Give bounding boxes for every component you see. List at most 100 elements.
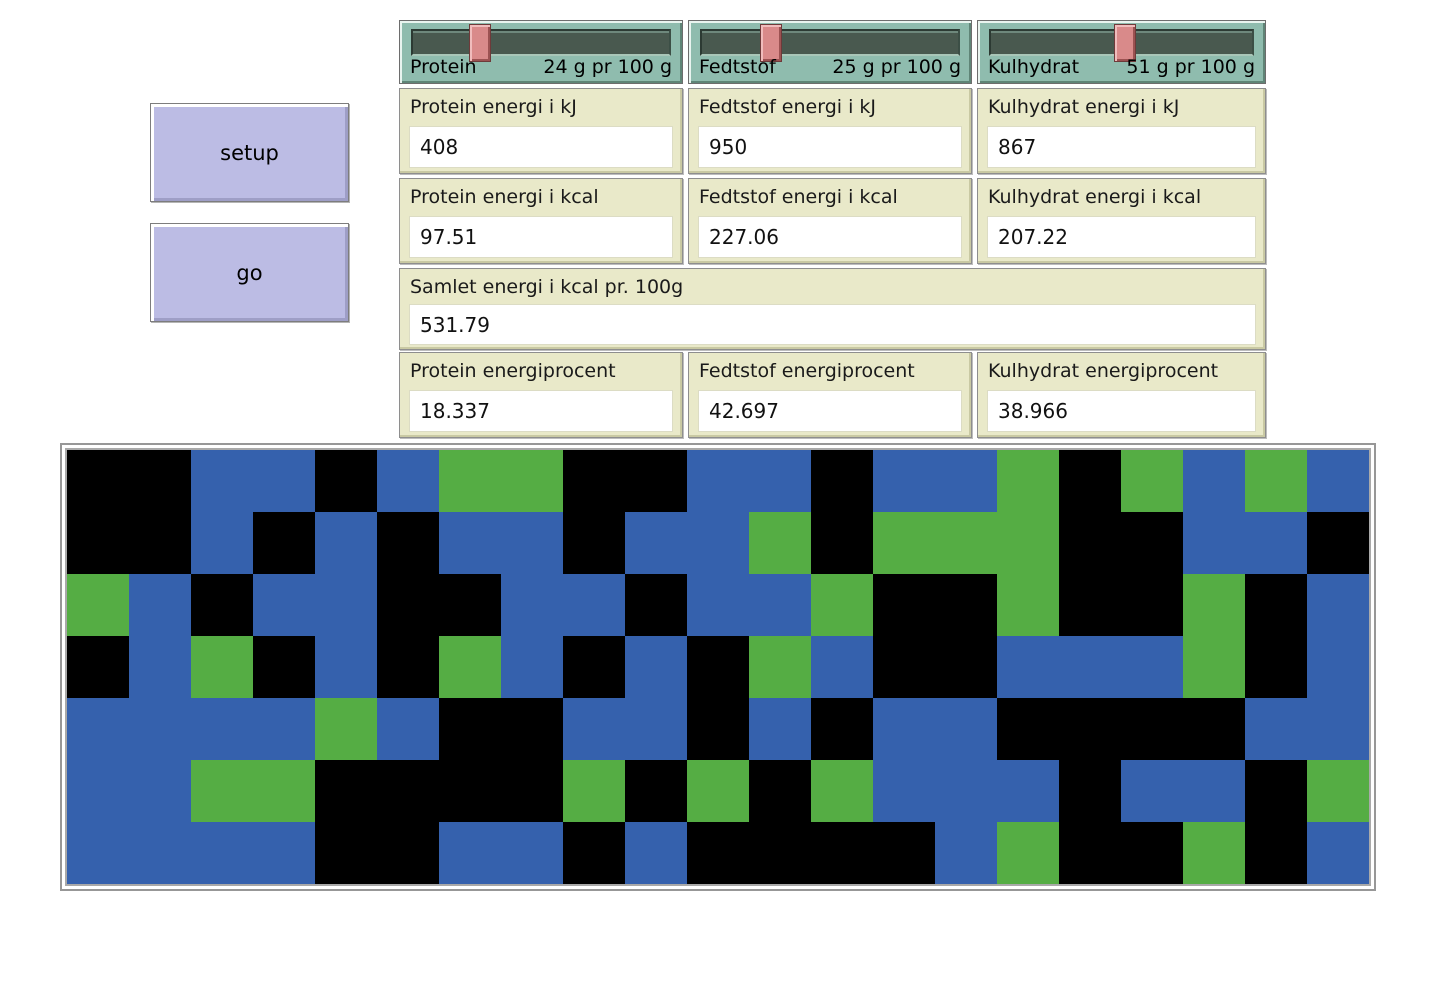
- patch-17-6: [1121, 822, 1183, 884]
- kulhydrat-kcal-monitor-value: 207.22: [998, 225, 1068, 249]
- fedtstof-procent-monitor-field: 42.697: [698, 390, 962, 432]
- patch-1-2: [129, 574, 191, 636]
- patch-7-0: [501, 450, 563, 512]
- patch-4-3: [315, 636, 377, 698]
- patch-6-4: [439, 698, 501, 760]
- fedtstof-kcal-monitor: Fedtstof energi i kcal 227.06: [688, 178, 972, 264]
- patch-6-1: [439, 512, 501, 574]
- fedtstof-slider-handle[interactable]: [760, 24, 782, 62]
- patch-19-0: [1245, 450, 1307, 512]
- patch-14-4: [935, 698, 997, 760]
- kulhydrat-slider-handle[interactable]: [1114, 24, 1136, 62]
- fedtstof-slider-track[interactable]: [700, 29, 960, 56]
- fedtstof-kj-monitor-field: 950: [698, 126, 962, 168]
- fedtstof-kj-monitor-value: 950: [709, 135, 748, 159]
- patch-16-3: [1059, 636, 1121, 698]
- patch-14-0: [935, 450, 997, 512]
- patch-9-3: [625, 636, 687, 698]
- kulhydrat-kcal-monitor-field: 207.22: [987, 216, 1256, 258]
- patch-18-2: [1183, 574, 1245, 636]
- patch-grid[interactable]: [67, 450, 1369, 884]
- patch-11-6: [749, 822, 811, 884]
- patch-1-6: [129, 822, 191, 884]
- patch-15-4: [997, 698, 1059, 760]
- patch-1-0: [129, 450, 191, 512]
- protein-slider-track[interactable]: [411, 29, 671, 56]
- patch-15-2: [997, 574, 1059, 636]
- patch-19-3: [1245, 636, 1307, 698]
- patch-5-5: [377, 760, 439, 822]
- protein-procent-monitor-field: 18.337: [409, 390, 673, 432]
- patch-12-0: [811, 450, 873, 512]
- patch-9-5: [625, 760, 687, 822]
- patch-1-5: [129, 760, 191, 822]
- setup-button-label: setup: [220, 140, 279, 165]
- patch-16-4: [1059, 698, 1121, 760]
- kulhydrat-procent-monitor-label: Kulhydrat energiprocent: [988, 360, 1219, 382]
- fedtstof-slider[interactable]: Fedtstof 25 g pr 100 g: [688, 20, 972, 84]
- patch-14-6: [935, 822, 997, 884]
- patch-10-4: [687, 698, 749, 760]
- patch-14-1: [935, 512, 997, 574]
- samlet-energi-monitor-label: Samlet energi i kcal pr. 100g: [410, 276, 684, 298]
- patch-12-3: [811, 636, 873, 698]
- patch-6-3: [439, 636, 501, 698]
- patch-13-0: [873, 450, 935, 512]
- patch-11-2: [749, 574, 811, 636]
- patch-12-5: [811, 760, 873, 822]
- go-button[interactable]: go: [150, 223, 349, 322]
- patch-0-1: [67, 512, 129, 574]
- patch-16-1: [1059, 512, 1121, 574]
- patch-6-5: [439, 760, 501, 822]
- patch-11-4: [749, 698, 811, 760]
- patch-19-4: [1245, 698, 1307, 760]
- patch-4-6: [315, 822, 377, 884]
- patch-20-2: [1307, 574, 1369, 636]
- world-view-frame-inner: [65, 448, 1371, 886]
- patch-3-4: [253, 698, 315, 760]
- patch-8-1: [563, 512, 625, 574]
- patch-4-5: [315, 760, 377, 822]
- kulhydrat-kj-monitor-label: Kulhydrat energi i kJ: [988, 96, 1180, 118]
- patch-6-2: [439, 574, 501, 636]
- patch-18-4: [1183, 698, 1245, 760]
- patch-12-4: [811, 698, 873, 760]
- patch-4-2: [315, 574, 377, 636]
- patch-12-2: [811, 574, 873, 636]
- protein-procent-monitor: Protein energiprocent 18.337: [399, 352, 683, 438]
- patch-19-2: [1245, 574, 1307, 636]
- patch-5-0: [377, 450, 439, 512]
- fedtstof-kj-monitor-label: Fedtstof energi i kJ: [699, 96, 876, 118]
- protein-procent-monitor-label: Protein energiprocent: [410, 360, 616, 382]
- patch-2-5: [191, 760, 253, 822]
- samlet-energi-monitor: Samlet energi i kcal pr. 100g 531.79: [399, 268, 1266, 350]
- world-view[interactable]: [60, 443, 1376, 891]
- protein-slider[interactable]: Protein 24 g pr 100 g: [399, 20, 683, 84]
- setup-button[interactable]: setup: [150, 103, 349, 202]
- patch-13-2: [873, 574, 935, 636]
- patch-9-1: [625, 512, 687, 574]
- patch-3-3: [253, 636, 315, 698]
- patch-13-3: [873, 636, 935, 698]
- patch-11-3: [749, 636, 811, 698]
- protein-slider-label: Protein: [410, 56, 477, 78]
- protein-slider-handle[interactable]: [469, 24, 491, 62]
- kulhydrat-kcal-monitor: Kulhydrat energi i kcal 207.22: [977, 178, 1266, 264]
- patch-7-3: [501, 636, 563, 698]
- fedtstof-kcal-monitor-field: 227.06: [698, 216, 962, 258]
- kulhydrat-slider-label: Kulhydrat: [988, 56, 1080, 78]
- patch-19-1: [1245, 512, 1307, 574]
- patch-16-2: [1059, 574, 1121, 636]
- patch-8-6: [563, 822, 625, 884]
- patch-17-5: [1121, 760, 1183, 822]
- patch-17-2: [1121, 574, 1183, 636]
- kulhydrat-slider[interactable]: Kulhydrat 51 g pr 100 g: [977, 20, 1266, 84]
- patch-11-0: [749, 450, 811, 512]
- patch-1-1: [129, 512, 191, 574]
- protein-kcal-monitor-label: Protein energi i kcal: [410, 186, 599, 208]
- patch-15-3: [997, 636, 1059, 698]
- patch-15-6: [997, 822, 1059, 884]
- patch-18-0: [1183, 450, 1245, 512]
- patch-17-4: [1121, 698, 1183, 760]
